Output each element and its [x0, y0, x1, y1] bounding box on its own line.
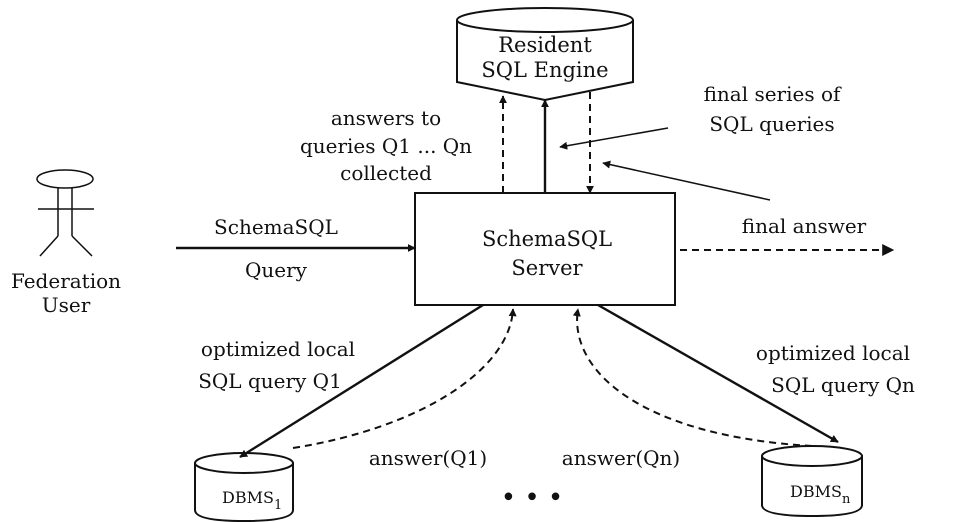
schemasql-server: SchemaSQL Server: [414, 192, 676, 306]
pointer-final-series: [559, 127, 669, 150]
engine-label-line2: SQL Engine: [481, 58, 608, 82]
dbms-1-name: DBMS: [222, 488, 274, 507]
server-label-line2: Server: [511, 256, 583, 280]
label-answers-collected-3: collected: [340, 161, 432, 185]
arrow-answer-from-dbms-1: [292, 308, 517, 449]
label-final-series-2: SQL queries: [709, 112, 834, 136]
label-final-series-1: final series of: [704, 82, 842, 106]
federation-user: Federation User: [11, 169, 121, 317]
dbms-1: DBMS1: [194, 452, 294, 522]
arrow-answer-from-dbms-n: [572, 308, 813, 447]
arrow-query-to-dbms-1: [239, 303, 484, 459]
label-opt-right-1: optimized local: [756, 341, 910, 365]
label-answer-q1: answer(Q1): [369, 446, 487, 470]
ellipsis-dots: • • •: [501, 483, 564, 513]
dbms-1-label: DBMS1: [222, 488, 282, 513]
label-opt-right-2: SQL query Qn: [771, 373, 915, 397]
pointer-final-answer: [602, 160, 771, 201]
resident-sql-engine: Resident SQL Engine: [456, 7, 634, 102]
label-answers-collected-1: answers to: [331, 106, 441, 130]
label-opt-left-1: optimized local: [201, 337, 355, 361]
label-query-input: Query: [245, 258, 308, 282]
user-label-line1: Federation: [11, 269, 121, 293]
label-opt-left-2: SQL query Q1: [198, 369, 342, 393]
label-answer-qn: answer(Qn): [562, 446, 680, 470]
dbms-n-name: DBMS: [790, 482, 842, 501]
engine-label-line1: Resident: [498, 33, 592, 57]
dbms-n-subscript: n: [842, 492, 851, 507]
dbms-1-subscript: 1: [274, 498, 282, 513]
server-label-line1: SchemaSQL: [482, 227, 612, 251]
stick-figure-icon: [36, 169, 94, 257]
arrow-query-to-dbms-n: [597, 303, 839, 444]
label-answers-collected-2: queries Q1 ... Qn: [300, 134, 472, 158]
label-schemasql-input: SchemaSQL: [214, 215, 338, 239]
dbms-n-label: DBMSn: [790, 482, 851, 507]
user-label-line2: User: [42, 293, 91, 317]
dbms-n: DBMSn: [761, 445, 863, 518]
label-final-answer: final answer: [742, 214, 867, 238]
